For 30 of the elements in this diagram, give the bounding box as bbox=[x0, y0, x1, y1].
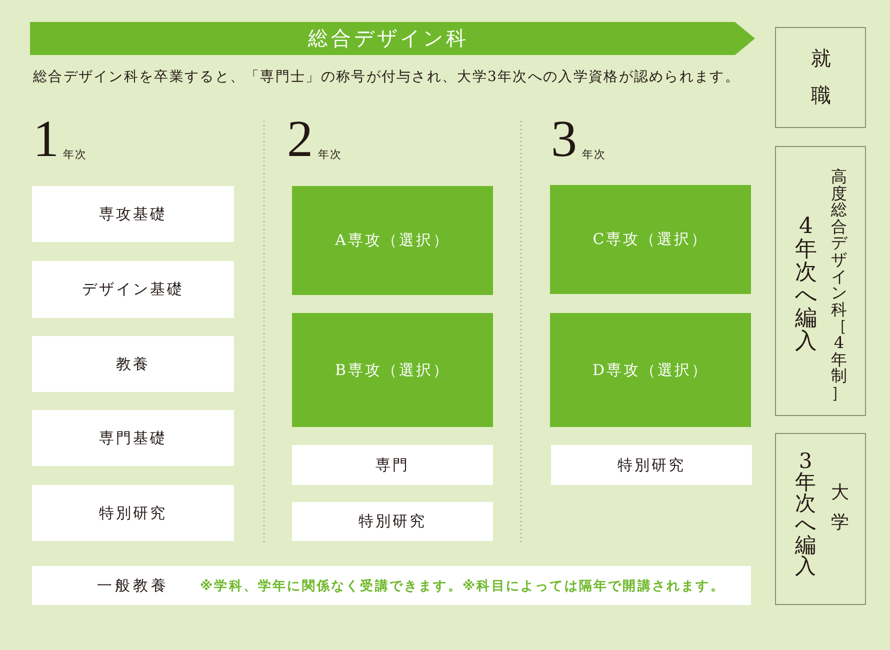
year-number: 1 bbox=[33, 114, 59, 166]
year-label: 年次 bbox=[63, 149, 87, 160]
description-text: 総合デザイン科を卒業すると、「専門士」の称号が付与され、大学3年次への入学資格が認められます。 bbox=[33, 70, 740, 84]
course-box: 教養 bbox=[32, 336, 234, 392]
course-box: 専門 bbox=[292, 445, 493, 485]
major-box: D専攻（選択） bbox=[550, 313, 751, 427]
year-label: 年次 bbox=[582, 149, 606, 160]
year-number: 3 bbox=[551, 114, 577, 166]
major-box: B専攻（選択） bbox=[292, 313, 493, 427]
school-name: 大学 bbox=[831, 481, 849, 535]
career-box: 就職 bbox=[775, 27, 866, 128]
year-label: 年次 bbox=[318, 149, 342, 160]
course-box: 特別研究 bbox=[32, 485, 234, 541]
note-text: ※学科、学年に関係なく受講できます。※科目によっては隔年で開講されます。 bbox=[200, 578, 725, 594]
major-box: C専攻（選択） bbox=[550, 185, 751, 294]
course-box: 専攻基礎 bbox=[32, 186, 234, 242]
course-box bbox=[32, 566, 751, 605]
career-box bbox=[775, 433, 866, 605]
course-box: 特別研究 bbox=[551, 445, 752, 485]
title-banner: 総合デザイン科 bbox=[30, 22, 755, 55]
career-box bbox=[775, 146, 866, 416]
course-box: 専門基礎 bbox=[32, 410, 234, 466]
course-box: デザイン基礎 bbox=[32, 261, 234, 318]
school-name: 高度総合デザイン科［4年制］ bbox=[831, 169, 847, 402]
major-box: A専攻（選択） bbox=[292, 186, 493, 295]
year-number: 2 bbox=[287, 114, 313, 166]
transfer-label: 3年次へ編入 bbox=[795, 451, 816, 577]
transfer-label: 4年次へ編入 bbox=[795, 215, 817, 353]
course-box: 特別研究 bbox=[292, 502, 493, 541]
course-name: 一般教養 bbox=[97, 576, 169, 595]
